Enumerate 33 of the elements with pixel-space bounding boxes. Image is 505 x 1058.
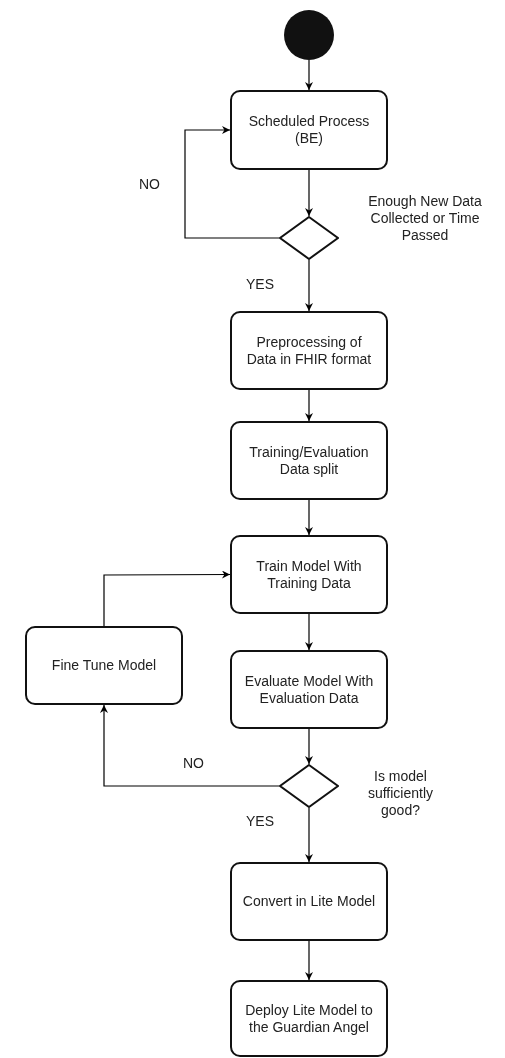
process-box — [230, 90, 388, 170]
condition-text: Is model sufficiently good? — [366, 768, 435, 819]
decision-diamond — [279, 216, 339, 260]
start-node — [284, 10, 334, 60]
process-box — [230, 421, 388, 500]
arrow — [305, 259, 313, 312]
arrow — [305, 59, 313, 91]
step-text: Deploy Lite Model to the Guardian Angel — [244, 1001, 374, 1036]
arrow — [305, 499, 313, 536]
process-box — [230, 650, 388, 729]
process-box — [230, 862, 388, 941]
process-box — [230, 311, 388, 390]
step-text: Convert in Lite Model — [242, 893, 376, 910]
arrow — [305, 613, 313, 651]
step-text: Train Model With Training Data — [255, 557, 363, 592]
step-text: Training/Evaluation Data split — [248, 443, 370, 478]
arrow — [103, 570, 231, 627]
step-text: Evaluate Model With Evaluation Data — [243, 672, 375, 707]
arrow — [100, 704, 280, 787]
arrow — [184, 126, 280, 239]
step-text: Preprocessing of Data in FHIR format — [245, 333, 373, 368]
process-box — [230, 980, 388, 1057]
step-text: Fine Tune Model — [51, 657, 157, 674]
arrow — [305, 389, 313, 422]
arrow — [305, 807, 313, 863]
process-box — [25, 626, 183, 705]
condition-text: Enough New Data Collected or Time Passed — [367, 193, 483, 244]
decision-diamond — [279, 764, 339, 808]
step-text: Scheduled Process (BE) — [247, 113, 371, 147]
arrow — [305, 940, 313, 981]
arrow — [305, 728, 313, 765]
process-box — [230, 535, 388, 614]
arrow — [305, 169, 313, 217]
